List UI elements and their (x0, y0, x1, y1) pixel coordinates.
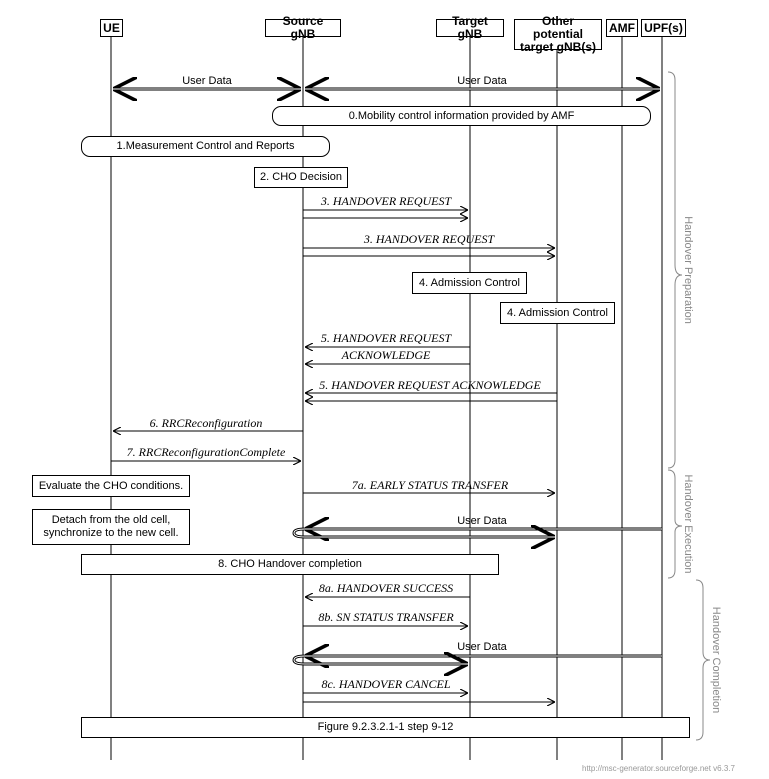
step1-box: 1.Measurement Control and Reports (81, 136, 330, 157)
step3a-label: 3. HANDOVER REQUEST (320, 194, 452, 208)
preparation-bracket (667, 71, 683, 469)
step8a-label: 8a. HANDOVER SUCCESS (318, 581, 454, 595)
user-data-label-2: User Data (457, 75, 507, 87)
handover-preparation-label: Handover Preparation (682, 216, 694, 324)
target-gnb-entity: Target gNB (436, 15, 504, 41)
upf-entity: UPF(s) (641, 19, 686, 37)
handover-completion-label: Handover Completion (710, 606, 722, 714)
completion-bracket (695, 579, 711, 741)
watermark: http://msc-generator.sourceforge.net v6.… (582, 764, 735, 773)
step7a-label: 7a. EARLY STATUS TRANSFER (351, 478, 509, 492)
step3b-label: 3. HANDOVER REQUEST (363, 232, 495, 246)
user-data-label-1: User Data (182, 75, 232, 87)
step6-label: 6. RRCReconfiguration (149, 416, 263, 430)
detach-label-2: synchronize to the new cell. (43, 527, 179, 539)
step8-box: 8. CHO Handover completion (81, 554, 499, 575)
step8c-label: 8c. HANDOVER CANCEL (321, 677, 451, 691)
detach-label-1: Detach from the old cell, (51, 514, 171, 526)
execution-bracket (667, 469, 683, 579)
step4b-box: 4. Admission Control (500, 302, 615, 324)
step5a-label-2: ACKNOWLEDGE (341, 348, 431, 362)
evaluate-box: Evaluate the CHO conditions. (32, 475, 190, 497)
handover-execution-label: Handover Execution (682, 474, 694, 574)
step2-box: 2. CHO Decision (254, 167, 348, 188)
user-data-label-3: User Data (457, 515, 507, 527)
detach-box: Detach from the old cell, synchronize to… (32, 509, 190, 545)
step4a-box: 4. Admission Control (412, 272, 527, 294)
ue-entity: UE (100, 19, 123, 37)
step5a-label-1: 5. HANDOVER REQUEST (320, 331, 452, 345)
user-data-label-4: User Data (457, 641, 507, 653)
step5b-label: 5. HANDOVER REQUEST ACKNOWLEDGE (319, 378, 541, 392)
source-gnb-entity: Source gNB (265, 15, 341, 41)
other-gnb-label-1: Other potential (533, 14, 583, 41)
step0-box: 0.Mobility control information provided … (272, 106, 651, 126)
amf-entity: AMF (606, 19, 638, 37)
other-gnb-label-2: target gNB(s) (519, 40, 596, 54)
other-gnb-entity: Other potential target gNB(s) (514, 15, 602, 54)
figure-caption-box: Figure 9.2.3.2.1-1 step 9-12 (81, 717, 690, 738)
step7-label: 7. RRCReconfigurationComplete (126, 445, 286, 459)
step8b-label: 8b. SN STATUS TRANSFER (318, 610, 454, 624)
